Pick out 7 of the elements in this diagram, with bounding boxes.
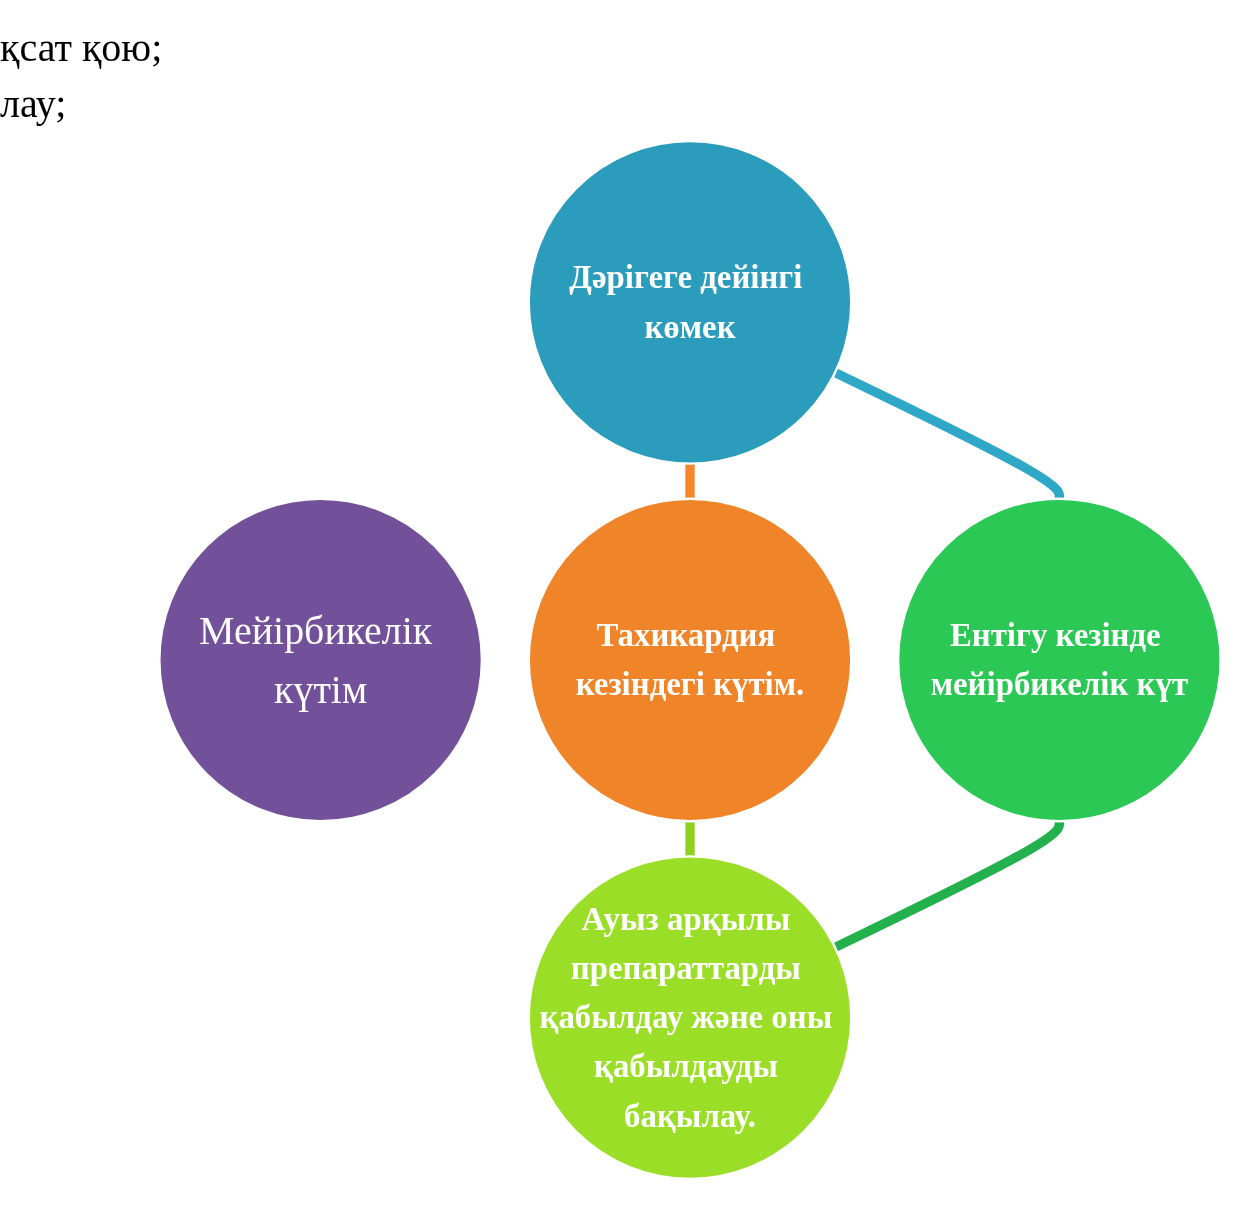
node-circle: Дәрігеге дейінгі көмек [527, 139, 853, 465]
text-line: лау; [0, 80, 67, 128]
text-line: қсат қою; [0, 24, 163, 72]
node-circle: Тахикардия кезіндегі күтім. [527, 497, 853, 823]
node-circle: Мейірбикелік күтім [158, 497, 484, 823]
node-circle: Ентігу кезінде мейірбикелік күт [896, 497, 1222, 823]
node-circle: Ауыз арқылы препараттарды қабылдау және оны қабылдауды бақылау. [527, 855, 853, 1181]
